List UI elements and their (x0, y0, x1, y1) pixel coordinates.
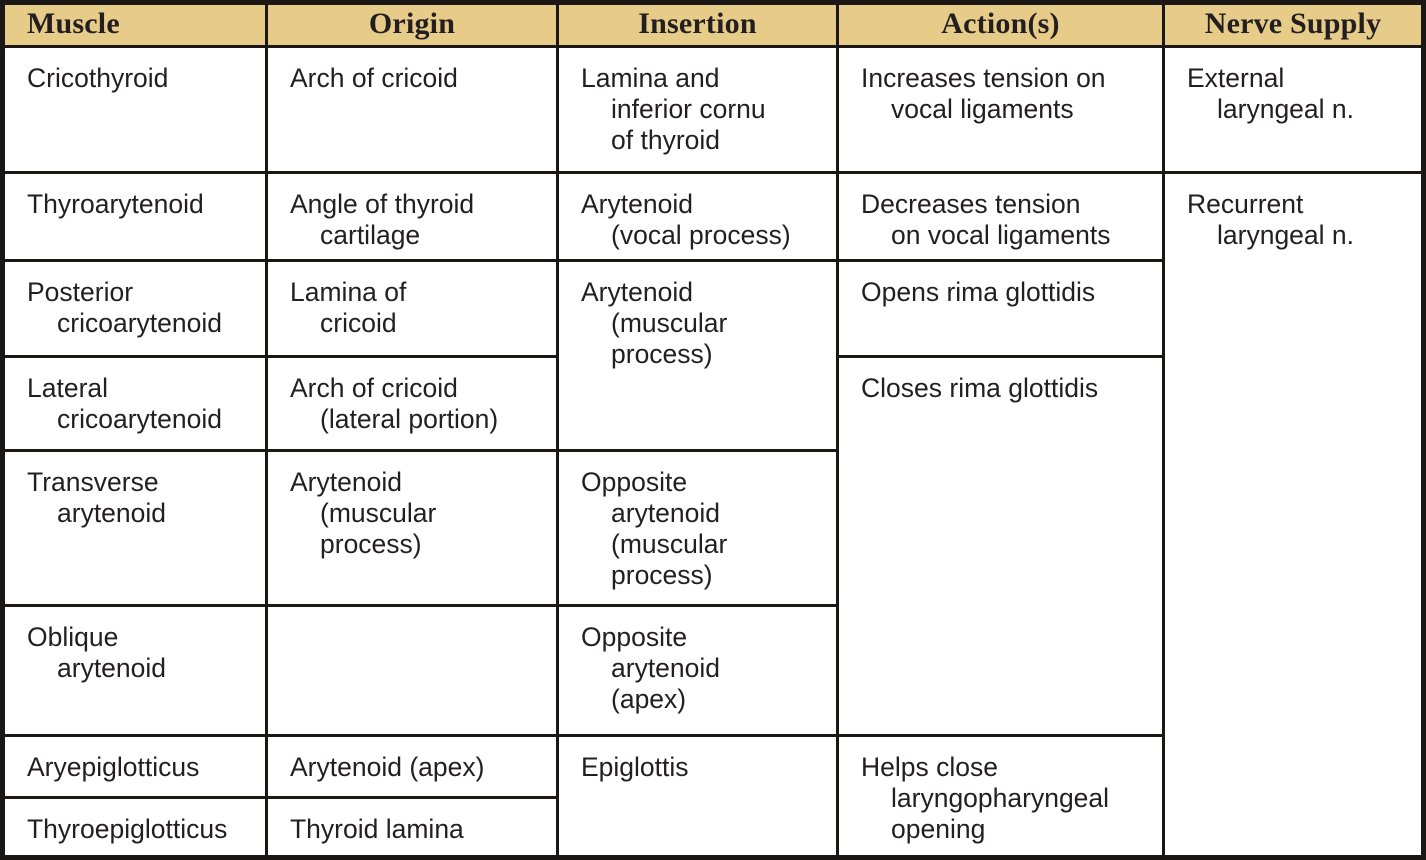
cell-muscle: Thyroarytenoid (1, 171, 268, 263)
cell-text-line: Thyroid lamina (290, 813, 464, 844)
cell-text-line: laryngopharyngeal (891, 782, 1110, 813)
cell-muscle: Cricothyroid (1, 44, 268, 175)
cell-origin: Arytenoid (apex) (265, 733, 559, 799)
cell-text-line: Angle of thyroid (290, 189, 475, 220)
column-header-origin: Origin (265, 1, 559, 48)
cell-text-line: opening (891, 813, 986, 844)
cell-text-line: Transverse (27, 467, 159, 498)
cell-text-line: Aryepiglotticus (27, 751, 200, 782)
cell-text-line: arytenoid (611, 652, 721, 683)
cell-action: Closes rima glottidis (836, 355, 1165, 737)
cell-text-line: Oblique (27, 621, 119, 652)
cell-text-line: cricoid (320, 308, 397, 339)
cell-text-line: Decreases tension (861, 189, 1081, 220)
cell-text-line: Increases tension on (861, 63, 1106, 93)
cell-origin: Thyroid lamina (265, 795, 559, 860)
cell-text-line: Opens rima glottidis (861, 277, 1096, 308)
cell-text-line: process) (611, 560, 713, 591)
cell-text-line: inferior cornu (611, 94, 766, 124)
cell-muscle: Aryepiglotticus (1, 733, 268, 799)
column-header-muscle: Muscle (1, 1, 268, 48)
cell-text-line: Arch of cricoid (290, 63, 458, 93)
cell-text-line: Arytenoid (581, 189, 693, 220)
cell-text-line: (muscular (611, 529, 728, 560)
cell-text-line: Lamina and (581, 63, 720, 93)
cell-text-line: Lateral (27, 373, 109, 404)
cell-text-line: External (1187, 63, 1285, 93)
column-header-nerve: Nerve Supply (1162, 1, 1425, 48)
cell-origin (265, 603, 559, 737)
header-row: Muscle Origin Insertion Action(s) Nerve … (1, 1, 1425, 48)
cell-text-line: of thyroid (611, 125, 721, 155)
cell-text-line: arytenoid (57, 498, 167, 529)
cell-text-line: Cricothyroid (27, 63, 169, 93)
column-header-action: Action(s) (836, 1, 1165, 48)
cell-text-line: cartilage (320, 220, 421, 251)
cell-insertion: Arytenoid(vocal process) (556, 171, 839, 263)
cell-text-line: process) (320, 529, 422, 560)
cell-text-line: Lamina of (290, 277, 407, 308)
cell-text-line: Opposite (581, 467, 688, 498)
cell-text-line: cricoarytenoid (57, 308, 222, 339)
cell-text-line: cricoarytenoid (57, 404, 222, 435)
cell-text-line: Arch of cricoid (290, 373, 458, 404)
cell-text-line: (muscular (320, 498, 437, 529)
cell-text-line: (lateral portion) (320, 404, 499, 435)
cell-text-line: Arytenoid (581, 277, 693, 308)
cell-text-line: (apex) (611, 683, 687, 714)
table-row: Aryepiglotticus Arytenoid (apex) Epiglotti… (1, 733, 1424, 860)
cell-text-line: Thyroarytenoid (27, 189, 204, 220)
cell-text-line: Closes rima glottidis (861, 373, 1099, 404)
cell-origin: Arch of cricoid(lateral portion) (265, 355, 559, 453)
cell-text-line: Thyroepiglotticus (27, 813, 228, 844)
cell-text-line: Posterior (27, 277, 134, 308)
column-header-insertion: Insertion (556, 1, 839, 48)
cell-text-line: Arytenoid (290, 467, 402, 498)
cell-text-line: arytenoid (611, 498, 721, 529)
cell-text-line: arytenoid (57, 652, 167, 683)
cell-text-line: (vocal process) (611, 220, 791, 251)
cell-text-line: Recurrent (1187, 189, 1304, 220)
cell-muscle: Thyroepiglotticus (1, 795, 268, 860)
cell-text-line: laryngeal n. (1217, 94, 1355, 124)
table-row: Thyroepiglotticus Thyroid lamina (1, 795, 1424, 860)
cell-text-line: laryngeal n. (1217, 220, 1355, 251)
cell-text-line: Helps close (861, 751, 998, 782)
cell-text-line: (muscular (611, 308, 728, 339)
cell-text-line: process) (611, 339, 713, 370)
cell-action: Opens rima glottidis (836, 259, 1165, 359)
cell-text-line: Epiglottis (581, 751, 689, 782)
cell-text-line: on vocal ligaments (891, 220, 1111, 251)
cell-text-line: vocal ligaments (891, 94, 1074, 124)
cell-text-line: Arytenoid (apex) (290, 751, 485, 782)
cell-insertion: Epiglottis (556, 733, 839, 860)
cell-text-line: Opposite (581, 621, 688, 652)
cell-origin: Arch of cricoid (265, 44, 559, 175)
